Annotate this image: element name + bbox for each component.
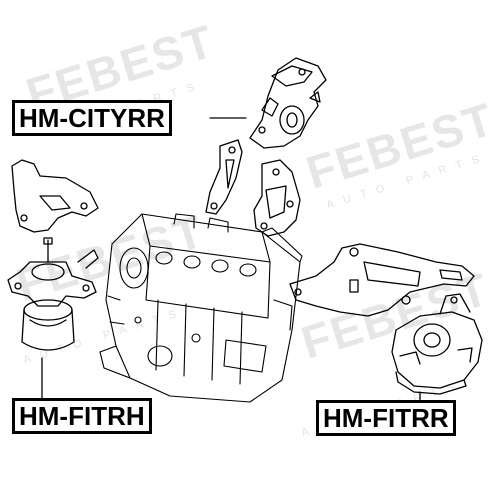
mount-fitrh	[7, 237, 99, 351]
mount-fitrr	[391, 293, 483, 395]
label-hm-fitrh: HM-FITRH	[12, 398, 152, 434]
label-hm-cityrr: HM-CITYRR	[12, 100, 172, 136]
bracket-left-upper	[11, 159, 99, 233]
engine-block	[99, 213, 303, 403]
mount-cityrr	[249, 57, 327, 149]
bracket-right-upper	[289, 243, 475, 317]
bracket-pair	[205, 139, 301, 237]
label-hm-fitrr: HM-FITRR	[316, 400, 456, 436]
